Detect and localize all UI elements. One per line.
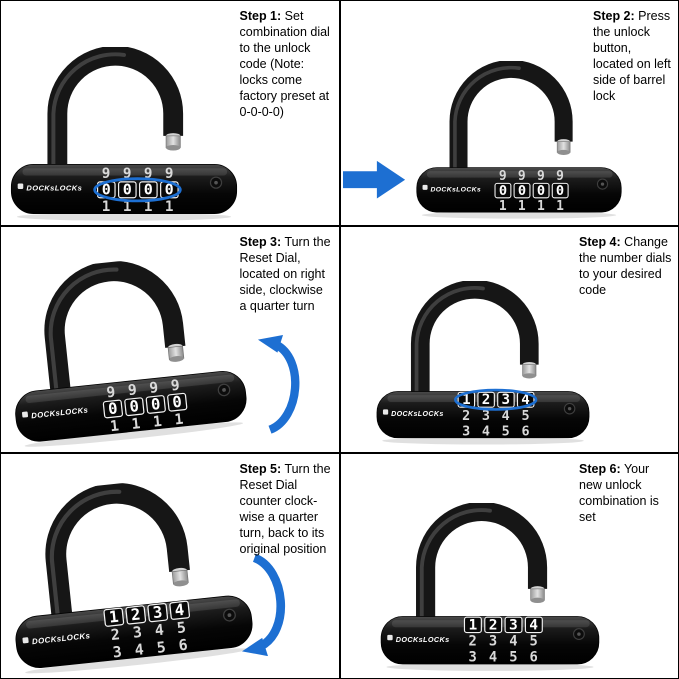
dial-row-bottom: 1111 [102,199,186,215]
padlock-image: 9999 0000 1111 [0,248,256,451]
step-6-label: Step 6: [579,461,621,476]
dial-active-row-boxes [463,616,543,634]
dial-active-row-boxes [493,182,569,199]
code-highlight-ellipse [93,177,182,203]
dial-row-bottom: 1111 [498,199,574,214]
dial-row-bottom: 3456 [468,650,549,666]
step-5-text: Step 5: Turn the Reset Dial counter cloc… [240,461,333,557]
dial-row-bottom: 3456 [462,425,541,440]
dial-row-top: 9999 [102,166,186,182]
step-1-text: Step 1: Set combination dial to the unlo… [240,8,333,120]
press-unlock-arrow-icon [342,160,405,199]
panel-step-6: 1234 2345 3456 Step 6: Your new unlock c… [339,452,679,679]
step-4-label: Step 4: [579,235,621,250]
step-6-description: Your new unlock combination is set [579,461,659,524]
dial-active-row-boxes [457,392,534,409]
step-5-description: Turn the Reset Dial counter clock-wise a… [239,461,331,556]
panel-step-3: 9999 0000 1111 Step 3: Turn the Reset Di… [0,226,340,453]
panel-step-2: 9999 0000 1111 Step 2: Press the unlock … [339,0,679,227]
dial-active-row-boxes [96,181,179,199]
step-2-description: Press the unlock button, located on left… [593,9,671,103]
step-3-label: Step 3: [239,235,282,250]
step-1-description: Set combination dial to the unlock code … [239,9,330,119]
padlock-image: 1234 2345 3456 [375,503,605,672]
dial-row-middle: 2345 [468,634,549,650]
rotate-clockwise-arrow-icon [257,335,299,434]
dial-row-middle: 0000 [102,180,186,198]
rotate-counterclockwise-arrow-icon [241,553,285,656]
dial-active-row-boxes [102,392,188,419]
step-5-label: Step 5: [239,461,282,476]
step-3-text: Step 3: Turn the Reset Dial, located on … [240,234,333,314]
dial-row-top: 9999 [498,169,574,184]
panel-step-1: 9999 0000 1111 Step 1: Set combination d… [0,0,340,227]
step-6-text: Step 6: Your new unlock combination is s… [579,461,672,525]
dial-row-top: 1234 [462,393,541,409]
dial-active-row-boxes [103,600,191,627]
step-3-description: Turn the Reset Dial, located on right si… [239,235,331,314]
padlock-image: 1234 2345 3456 [371,281,595,445]
dial-row-middle: 0000 [498,183,574,199]
panel-step-4: 1234 2345 3456 Step 4: Change the number… [339,226,679,453]
step-4-description: Change the number dials to your desired … [579,235,672,298]
padlock-image: 9999 0000 1111 [5,47,243,222]
padlock-image: 9999 0000 1111 [411,61,627,219]
panel-step-5: 1234 2345 3456 Step 5: Turn the Reset Di… [0,452,340,679]
step-1-label: Step 1: [239,9,282,23]
step-2-text: Step 2: Press the unlock button, located… [593,8,673,104]
step-2-label: Step 2: [593,9,635,23]
dial-row-middle: 2345 [462,409,541,424]
step-4-text: Step 4: Change the number dials to your … [579,234,672,298]
dial-row-top: 1234 [468,617,549,634]
code-highlight-ellipse [453,389,537,412]
padlock-image: 1234 2345 3456 [0,470,262,678]
